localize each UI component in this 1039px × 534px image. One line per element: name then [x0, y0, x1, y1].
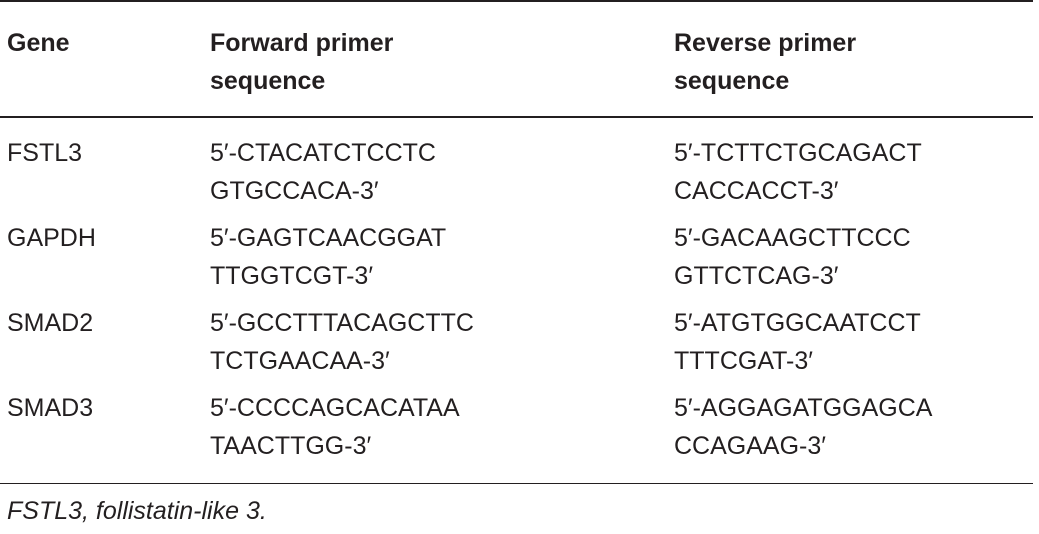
reverse-primer-cell: 5′-AGGAGATGGAGCA CCAGAAG-3′	[674, 380, 1033, 484]
forward-primer-cell: 5′-CTACATCTCCTC GTGCCACA-3′	[210, 117, 674, 210]
sequence-line: 5′-GCCTTTACAGCTTC	[210, 309, 474, 337]
sequence-line: 5′-GACAAGCTTCCC	[674, 224, 911, 252]
sequence-line: TTTCGAT-3′	[674, 347, 813, 375]
table-footnote: FSTL3, follistatin-like 3.	[7, 497, 267, 525]
sequence-line: CCAGAAG-3′	[674, 432, 826, 460]
sequence-line: CACCACCT-3′	[674, 177, 839, 205]
sequence-line: 5′-CTACATCTCCTC	[210, 139, 436, 167]
header-reverse-primer: Reverse primer sequence	[674, 29, 857, 95]
table-row: GAPDH 5′-GAGTCAACGGAT TTGGTCGT-3′ 5′-GAC…	[0, 210, 1033, 295]
header-gene: Gene	[7, 29, 70, 57]
table-body: FSTL3 5′-CTACATCTCCTC GTGCCACA-3′ 5′-TCT…	[0, 117, 1033, 484]
header-row: Gene Forward primer sequence Reverse pri…	[0, 1, 1033, 117]
reverse-primer-cell: 5′-TCTTCTGCAGACT CACCACCT-3′	[674, 117, 1033, 210]
primer-table-container: Gene Forward primer sequence Reverse pri…	[0, 1, 1033, 484]
forward-primer-cell: 5′-GCCTTTACAGCTTC TCTGAACAA-3′	[210, 295, 674, 380]
sequence-line: GTGCCACA-3′	[210, 177, 379, 205]
sequence-line: TAACTTGG-3′	[210, 432, 372, 460]
reverse-primer-cell: 5′-GACAAGCTTCCC GTTCTCAG-3′	[674, 210, 1033, 295]
table-row: FSTL3 5′-CTACATCTCCTC GTGCCACA-3′ 5′-TCT…	[0, 117, 1033, 210]
gene-cell: FSTL3	[7, 139, 83, 167]
gene-cell: SMAD2	[7, 309, 94, 337]
gene-cell: SMAD3	[7, 394, 94, 422]
sequence-line: TTGGTCGT-3′	[210, 262, 374, 290]
sequence-line: 5′-AGGAGATGGAGCA	[674, 394, 933, 422]
primer-table: Gene Forward primer sequence Reverse pri…	[0, 1, 1033, 484]
sequence-line: TCTGAACAA-3′	[210, 347, 390, 375]
gene-cell: GAPDH	[7, 224, 96, 252]
sequence-line: 5′-GAGTCAACGGAT	[210, 224, 447, 252]
sequence-line: 5′-TCTTCTGCAGACT	[674, 139, 922, 167]
reverse-primer-cell: 5′-ATGTGGCAATCCT TTTCGAT-3′	[674, 295, 1033, 380]
header-forward-primer: Forward primer sequence	[210, 29, 394, 95]
sequence-line: GTTCTCAG-3′	[674, 262, 839, 290]
table-row: SMAD2 5′-GCCTTTACAGCTTC TCTGAACAA-3′ 5′-…	[0, 295, 1033, 380]
table-row: SMAD3 5′-CCCCAGCACATAA TAACTTGG-3′ 5′-AG…	[0, 380, 1033, 484]
sequence-line: 5′-ATGTGGCAATCCT	[674, 309, 921, 337]
forward-primer-cell: 5′-GAGTCAACGGAT TTGGTCGT-3′	[210, 210, 674, 295]
forward-primer-cell: 5′-CCCCAGCACATAA TAACTTGG-3′	[210, 380, 674, 484]
sequence-line: 5′-CCCCAGCACATAA	[210, 394, 460, 422]
table-header: Gene Forward primer sequence Reverse pri…	[0, 1, 1033, 117]
